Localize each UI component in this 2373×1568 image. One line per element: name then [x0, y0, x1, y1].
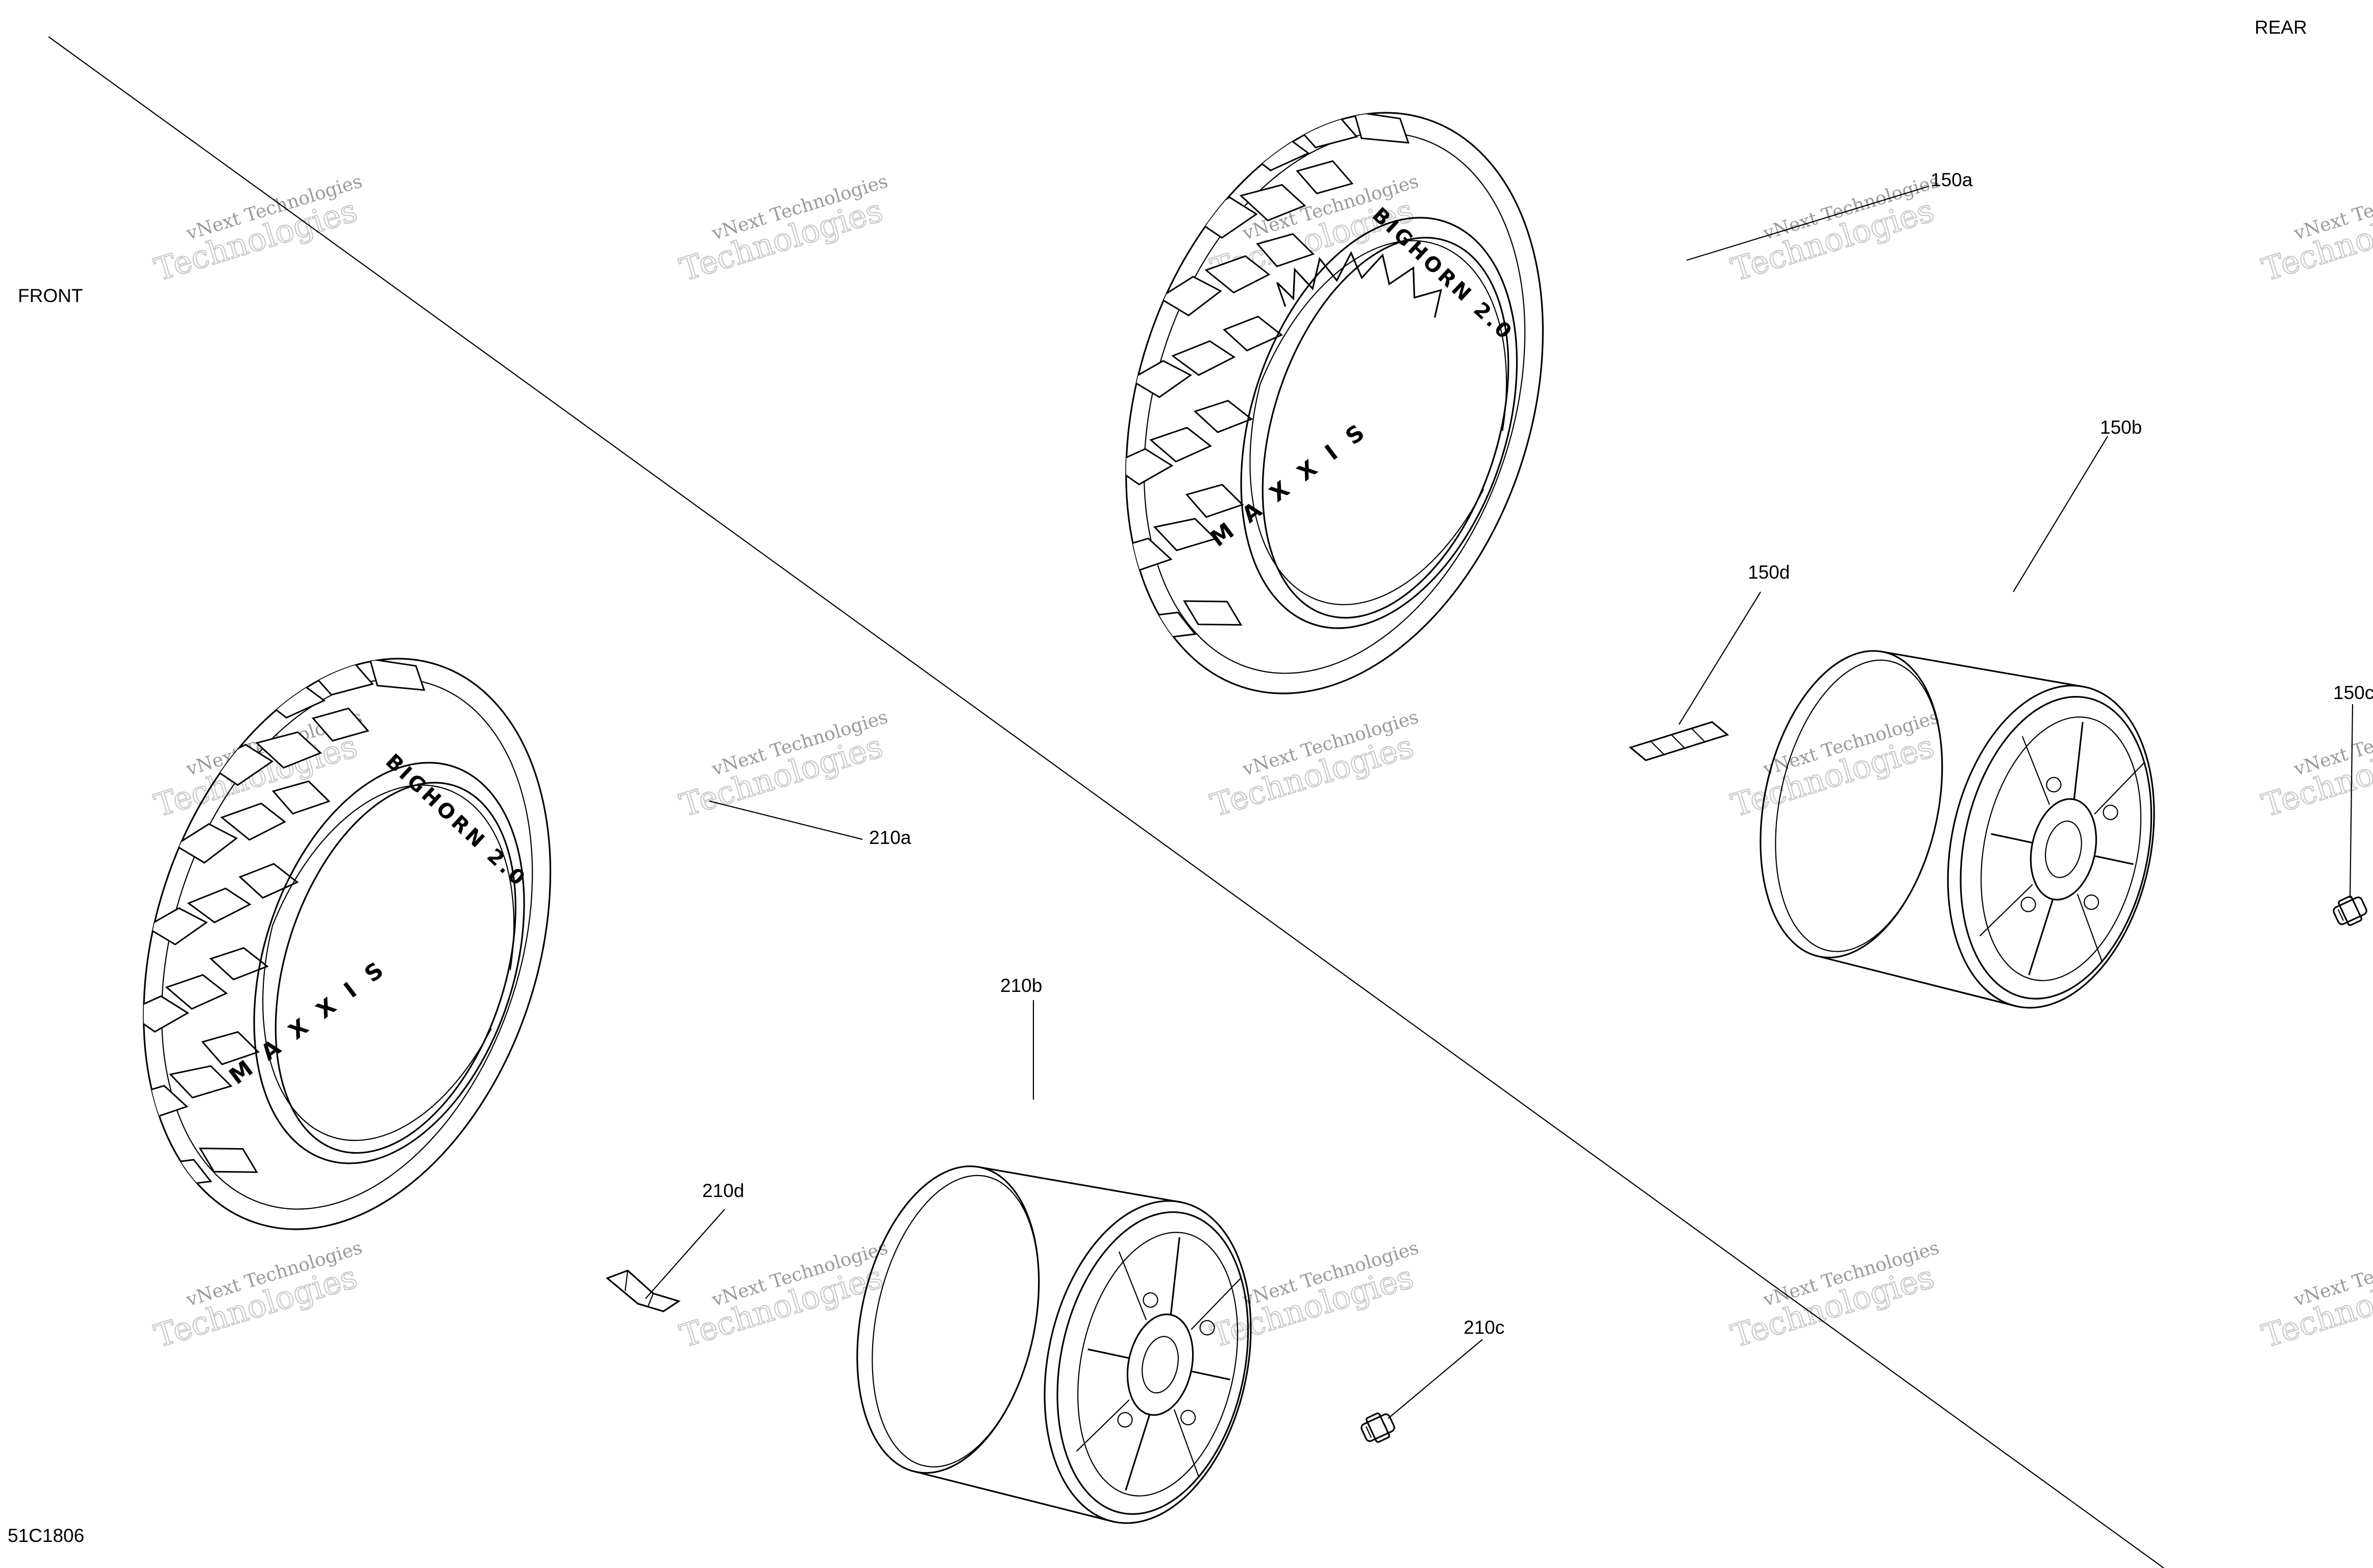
callout-150c: 150c [2333, 682, 2373, 703]
wheel-weight-150d[interactable] [1628, 721, 1729, 761]
callout-150b: 150b [2100, 417, 2142, 438]
front-label: FRONT [18, 285, 83, 306]
wheel-weight-210d[interactable] [605, 1270, 681, 1312]
rear-tire-model-text: BIGHORN 2.0 [1368, 203, 1518, 346]
diagram-code: 51C1806 [8, 1525, 84, 1546]
callout-210d: 210d [702, 1180, 744, 1201]
rear-label: REAR [2255, 17, 2307, 38]
front-tire-210a[interactable]: MAXXIS BIGHORN 2.0 [69, 604, 620, 1282]
callout-210c: 210c [1464, 1317, 1504, 1338]
valve-stem-210c[interactable] [1358, 1409, 1397, 1446]
callout-150a: 150a [1931, 169, 1973, 190]
front-rear-divider-line [48, 36, 2164, 1568]
rear-wheel-150b[interactable] [1733, 627, 2182, 1027]
callout-150d: 150d [1748, 562, 1790, 583]
valve-stem-150c[interactable] [2331, 892, 2369, 929]
callout-210b: 210b [1000, 975, 1042, 996]
leader-lines [645, 185, 2354, 1419]
front-wheel-210b[interactable] [829, 1142, 1279, 1542]
callout-210a: 210a [869, 827, 911, 848]
rear-tire-brand-text: MAXXIS [1205, 409, 1383, 552]
rear-tire-150a[interactable]: MAXXIS BIGHORN 2.0 [1051, 57, 1614, 748]
